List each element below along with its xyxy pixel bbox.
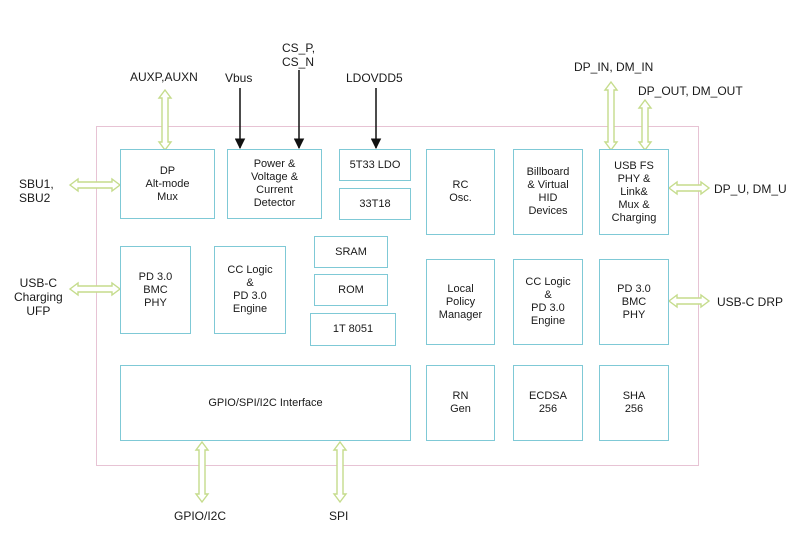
- ldo-33t18: 33T18: [339, 188, 411, 220]
- dp-u-bus-arrow: [667, 180, 711, 196]
- dp-altmode-mux: DP Alt-mode Mux: [120, 149, 215, 219]
- cpu-8051: 1T 8051: [310, 313, 396, 346]
- cc-logic-pd-engine-left: CC Logic & PD 3.0 Engine: [214, 246, 286, 334]
- usbc-ufp-label: USB-C Charging UFP: [14, 276, 63, 318]
- ldo-5t33: 5T33 LDO: [339, 149, 411, 181]
- cc-logic-pd-engine-right: CC Logic & PD 3.0 Engine: [513, 259, 583, 345]
- pd-bmc-phy-left: PD 3.0 BMC PHY: [120, 246, 191, 334]
- rn-gen: RN Gen: [426, 365, 495, 441]
- cs-label: CS_P, CS_N: [282, 41, 316, 69]
- gpio-i2c-label: GPIO/I2C: [174, 509, 227, 523]
- ldovdd5-label: LDOVDD5: [346, 71, 403, 85]
- rc-oscillator: RC Osc.: [426, 149, 495, 235]
- gpio-spi-i2c-interface: GPIO/SPI/I2C Interface: [120, 365, 411, 441]
- usbc-drp-label: USB-C DRP: [717, 295, 784, 309]
- dp-in-label: DP_IN, DM_IN: [574, 60, 654, 74]
- power-voltage-current-detector: Power & Voltage & Current Detector: [227, 149, 322, 219]
- vbus-label: Vbus: [225, 71, 253, 85]
- gpio-i2c-bus-arrow: [194, 440, 210, 504]
- usbc-ufp-bus-arrow: [68, 281, 122, 297]
- dp-out-label: DP_OUT, DM_OUT: [638, 84, 743, 98]
- dp-u-label: DP_U, DM_U: [714, 182, 787, 196]
- chip-boundary: [96, 126, 699, 466]
- auxp-auxn-label: AUXP,AUXN: [130, 70, 198, 84]
- sbu-label: SBU1, SBU2: [19, 177, 54, 205]
- dp-in-bus-arrow: [603, 80, 619, 152]
- usbc-drp-bus-arrow: [667, 293, 711, 309]
- spi-bus-arrow: [332, 440, 348, 504]
- dp-out-bus-arrow: [637, 98, 653, 152]
- local-policy-manager: Local Policy Manager: [426, 259, 495, 345]
- sbu-bus-arrow: [68, 177, 122, 193]
- sram-block: SRAM: [314, 236, 388, 268]
- billboard-hid-devices: Billboard & Virtual HID Devices: [513, 149, 583, 235]
- usb-fs-phy-link: USB FS PHY & Link& Mux & Charging: [599, 149, 669, 235]
- rom-block: ROM: [314, 274, 388, 306]
- ecdsa-256: ECDSA 256: [513, 365, 583, 441]
- pd-bmc-phy-right: PD 3.0 BMC PHY: [599, 259, 669, 345]
- auxp-bus-arrow: [157, 88, 173, 152]
- sha-256: SHA 256: [599, 365, 669, 441]
- spi-label: SPI: [329, 509, 349, 523]
